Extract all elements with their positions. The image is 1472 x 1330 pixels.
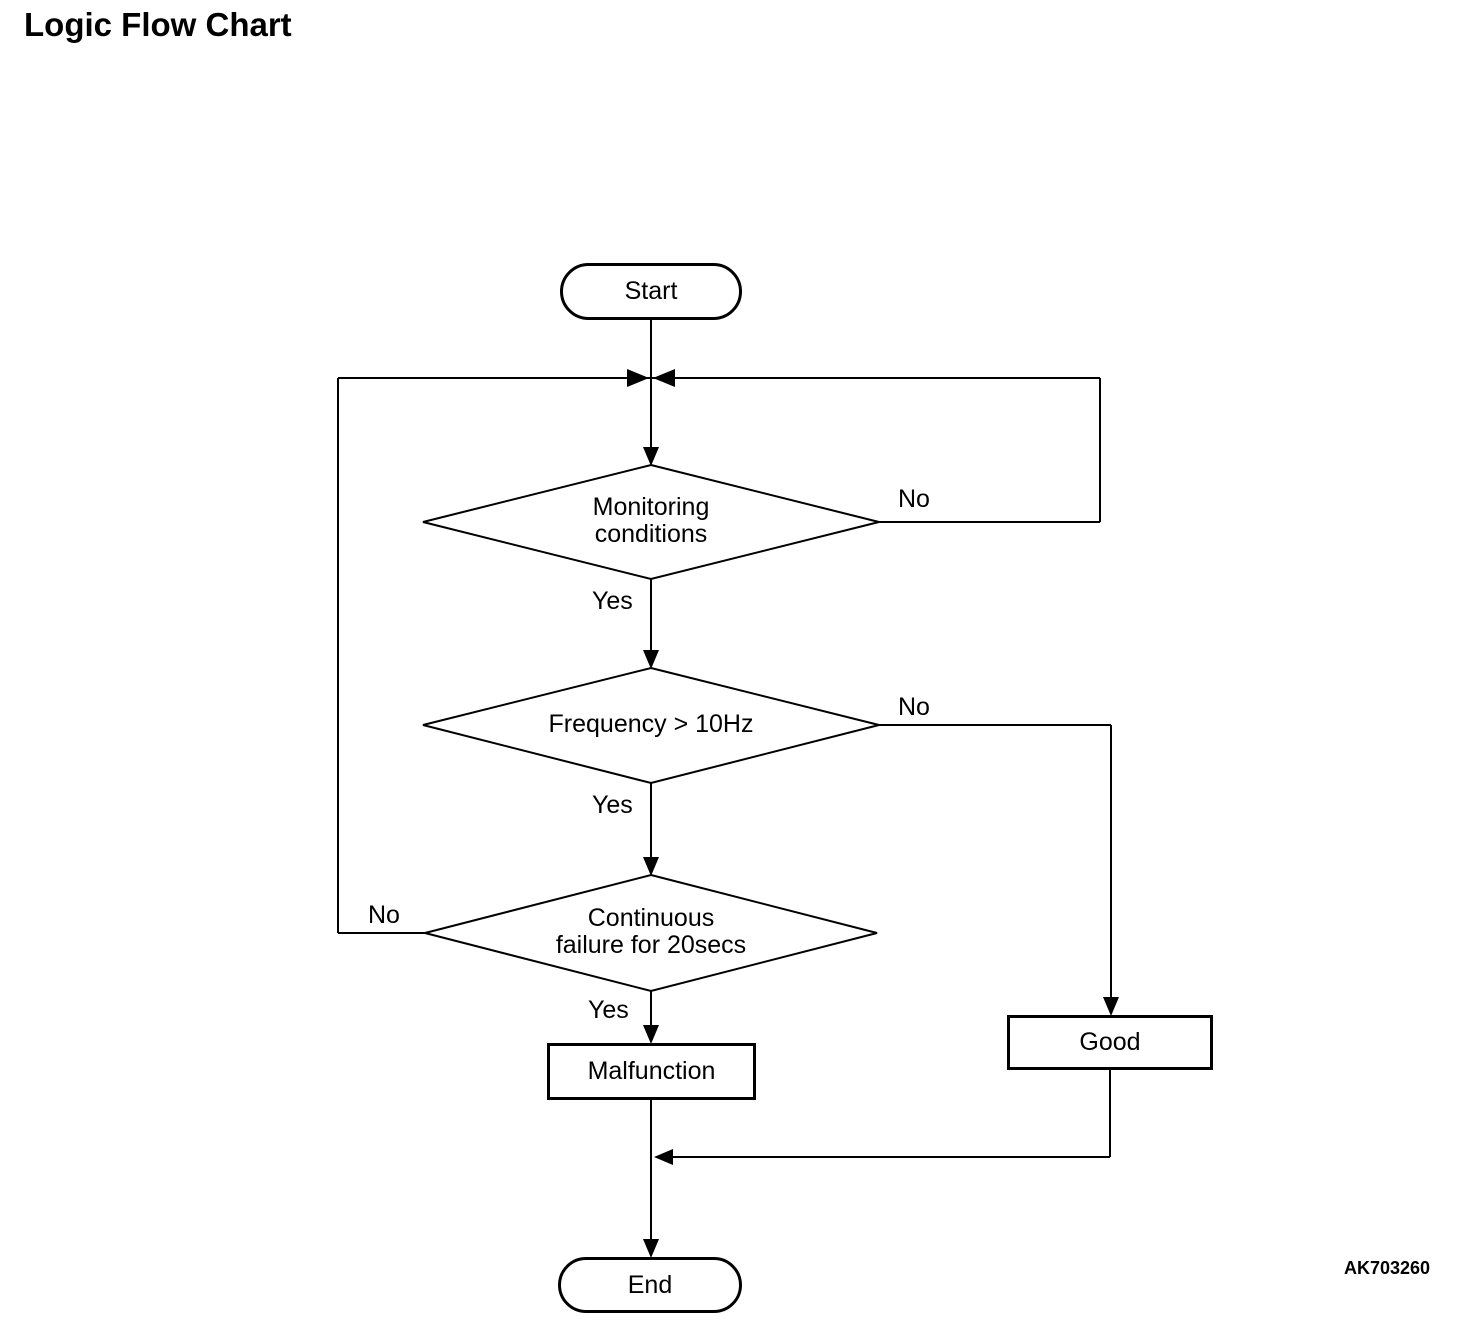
continuous-label-line1: Continuous xyxy=(587,904,715,932)
figure-code: AK703260 xyxy=(1344,1258,1431,1278)
continuous-label-line2: failure for 20secs xyxy=(555,931,747,959)
frequency-yes-label: Yes xyxy=(592,791,633,819)
good-node: Good xyxy=(1007,1015,1213,1070)
end-node: End xyxy=(558,1257,742,1313)
arrow-into-malfunction-icon xyxy=(643,1025,659,1044)
merge-arrow-left-icon xyxy=(627,369,649,387)
merge-arrow-right-icon xyxy=(653,369,675,387)
frequency-no-label: No xyxy=(898,693,930,721)
start-node: Start xyxy=(560,263,742,320)
continuous-no-label: No xyxy=(368,901,400,929)
malfunction-node: Malfunction xyxy=(547,1043,756,1100)
arrow-into-monitoring-icon xyxy=(643,447,659,466)
monitoring-no-label: No xyxy=(898,485,930,513)
frequency-decision-label: Frequency > 10Hz xyxy=(501,711,801,738)
arrow-into-frequency-icon xyxy=(643,650,659,669)
continuous-decision-label: Continuous failure for 20secs xyxy=(481,905,821,959)
frequency-label-text: Frequency > 10Hz xyxy=(548,710,754,738)
end-node-label: End xyxy=(627,1270,673,1299)
arrow-good-merge-icon xyxy=(654,1149,673,1165)
monitoring-decision-label: Monitoring conditions xyxy=(531,494,771,548)
continuous-yes-label: Yes xyxy=(588,996,629,1024)
arrow-into-end-icon xyxy=(643,1239,659,1258)
arrow-into-good-icon xyxy=(1103,997,1119,1016)
good-node-label: Good xyxy=(1079,1028,1141,1056)
page-title: Logic Flow Chart xyxy=(24,6,292,43)
monitoring-label-line2: conditions xyxy=(594,520,708,548)
arrow-into-continuous-icon xyxy=(643,857,659,876)
malfunction-node-label: Malfunction xyxy=(587,1057,716,1085)
monitoring-label-line1: Monitoring xyxy=(592,493,710,521)
monitoring-yes-label: Yes xyxy=(592,587,633,615)
start-node-label: Start xyxy=(624,277,678,305)
